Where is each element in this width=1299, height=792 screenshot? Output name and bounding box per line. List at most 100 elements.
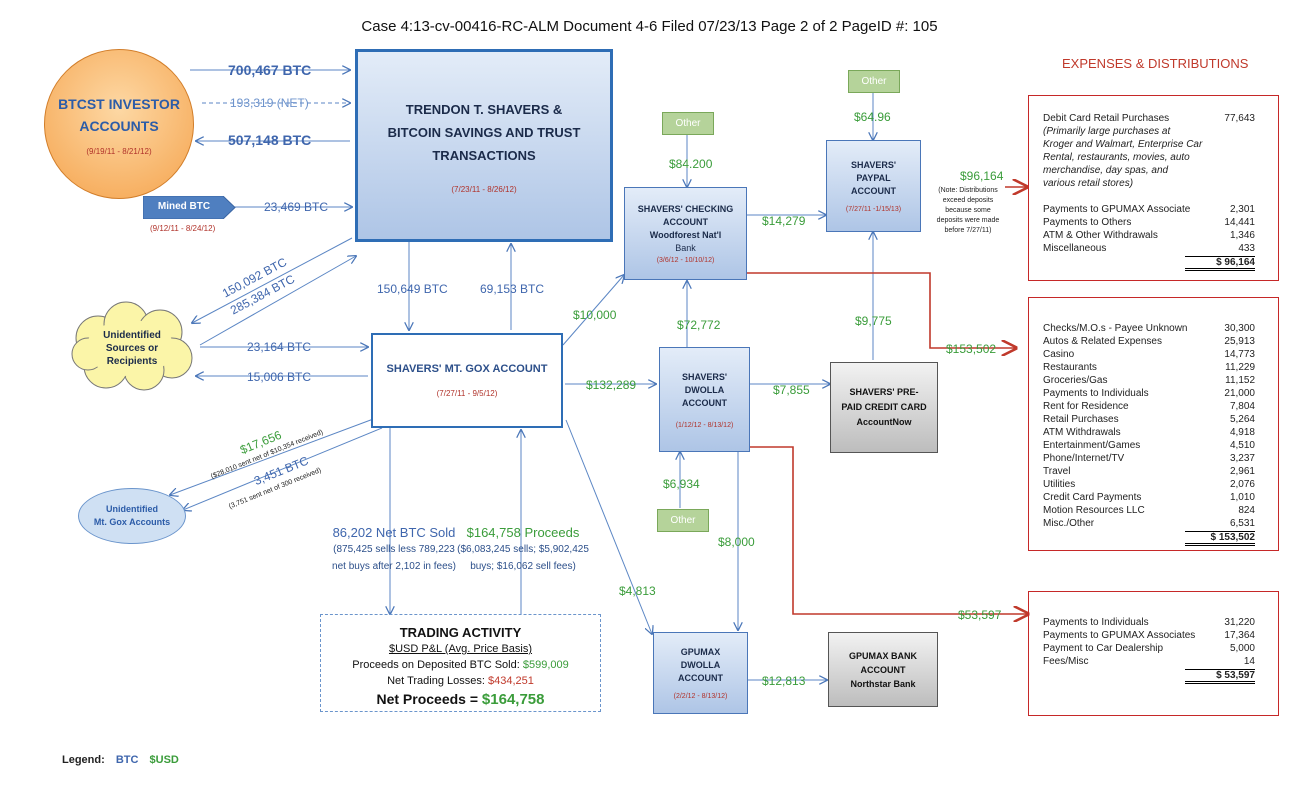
trading-losses-label: Net Trading Losses: <box>387 675 488 687</box>
mtgox-accounts-line-2: Mt. Gox Accounts <box>93 517 171 527</box>
expense-row: Credit Card Payments 1,010 <box>1043 491 1255 504</box>
arrow-sources-to-main-b <box>199 256 356 346</box>
expense-label: Motion Resources LLC <box>1043 505 1145 516</box>
main-title-2: BITCOIN SAVINGS AND TRUST <box>387 124 581 140</box>
arrow-dwolla-to-expenses <box>750 446 1028 614</box>
expense-value: 824 <box>1238 505 1255 516</box>
expense-value: 25,913 <box>1224 336 1255 347</box>
prepaid-line-1: SHAVERS' PRE- <box>849 387 919 397</box>
expense-value: 4,510 <box>1229 440 1255 451</box>
expense-label: Misc./Other <box>1043 518 1095 529</box>
trading-proceeds-value: $599,009 <box>522 659 569 671</box>
investor-title-2: ACCOUNTS <box>79 117 159 134</box>
paypal-out-note: (Note: Distributions exceed deposits bec… <box>928 186 1008 236</box>
paypal-note-3: because some <box>945 207 991 214</box>
expense-total: $ 53,597 <box>1185 669 1255 684</box>
expense-label: Payments to Individuals <box>1043 617 1149 628</box>
proceeds-note-1: ($6,083,245 sells; $5,902,425 <box>457 544 589 555</box>
flow-dwolla-prepaid: $7,855 <box>773 383 810 397</box>
page-header: Case 4:13-cv-00416-RC-ALM Document 4-6 F… <box>361 18 938 35</box>
dwolla-dates: (1/12/12 - 8/13/12) <box>675 421 734 429</box>
expense-value: 31,220 <box>1224 617 1255 628</box>
legend-usd: $USD <box>149 754 179 766</box>
checking-dates: (3/6/12 - 10/10/12) <box>656 257 715 264</box>
gpumax-line-1: GPUMAX <box>680 647 721 657</box>
expense-value: 21,000 <box>1224 388 1255 399</box>
flow-other-checking: $84.200 <box>669 157 713 171</box>
trading-losses-value: $434,251 <box>488 675 534 687</box>
expense-value: 14,441 <box>1224 217 1255 228</box>
expense-label: Credit Card Payments <box>1043 492 1142 503</box>
prepaid-line-2: PAID CREDIT CARD <box>841 402 927 412</box>
expense-label: Debit Card Retail Purchases <box>1043 113 1170 124</box>
net-btc-sold: 86,202 Net BTC Sold <box>332 525 456 540</box>
flow-other-paypal: $64.96 <box>854 110 891 124</box>
gpumax-line-2: DWOLLA <box>680 660 721 670</box>
flow-sources-out: 15,006 BTC <box>247 370 312 384</box>
arrow-gox-to-mtgox-accounts-a <box>170 417 377 495</box>
mined-dates: (9/12/11 - 8/24/12) <box>150 224 216 233</box>
expense-row: Payments to Individuals 31,220 <box>1043 616 1255 629</box>
flow-investor-out: 507,148 BTC <box>228 132 312 148</box>
flow-paypal-out: $96,164 <box>960 169 1004 183</box>
cloud-line-2: Sources or <box>105 343 159 354</box>
paypal-line-2: PAYPAL <box>856 173 891 183</box>
expense-label: Rent for Residence <box>1043 401 1129 412</box>
mined-btc-tag: Mined BTC <box>142 195 239 220</box>
expense-label: Payments to GPUMAX Associates <box>1043 630 1196 641</box>
cloud-shape <box>71 301 193 391</box>
expense-label: Payments to Others <box>1043 217 1132 228</box>
gpubank-line-1: GPUMAX BANK <box>848 650 917 661</box>
expense-label: Miscellaneous <box>1043 243 1107 254</box>
flow-gox-checking: $10,000 <box>573 308 617 322</box>
gpubank-line-3: Northstar Bank <box>850 678 916 689</box>
expense-value: 4,918 <box>1229 427 1255 438</box>
flow-checking-paypal: $14,279 <box>762 214 806 228</box>
legend: Legend: BTC $USD <box>62 754 179 766</box>
expense-label: Payment to Car Dealership <box>1043 643 1164 654</box>
prepaid-card-box: SHAVERS' PRE- PAID CREDIT CARD AccountNo… <box>830 362 938 453</box>
expense-label: Utilities <box>1043 479 1076 490</box>
flow-investor-in: 700,467 BTC <box>228 62 312 78</box>
mtgox-accounts-line-1: Unidentified <box>106 504 158 514</box>
expense-value: 30,300 <box>1224 323 1255 334</box>
expense-label: Payments to GPUMAX Associate <box>1043 204 1191 215</box>
flow-mined-amount: 23,469 BTC <box>264 200 329 214</box>
checking-line-2: ACCOUNT <box>663 217 708 227</box>
gpumax-dates: (2/2/12 - 8/13/12) <box>673 693 728 700</box>
other-checking-box: Other <box>662 112 714 135</box>
expense-value: 2,076 <box>1229 479 1255 490</box>
legend-label: Legend: <box>62 754 105 766</box>
trading-net-label: Net Proceeds = <box>376 691 482 707</box>
flow-dwolla-gpumax: $8,000 <box>718 535 755 549</box>
flow-sources-in: 23,164 BTC <box>247 340 312 354</box>
expenses-title: EXPENSES & DISTRIBUTIONS <box>1062 56 1249 71</box>
paypal-line-3: ACCOUNT <box>851 186 896 196</box>
expense-row: Motion Resources LLC 824 <box>1043 504 1255 517</box>
main-transactions-box: TRENDON T. SHAVERS & BITCOIN SAVINGS AND… <box>355 49 613 242</box>
main-title-3: TRANSACTIONS <box>432 147 536 163</box>
expense-label: ATM Withdrawals <box>1043 427 1121 438</box>
mined-label: Mined BTC <box>157 201 211 212</box>
expense-value: 17,364 <box>1224 630 1255 641</box>
expense-row: Payment to Car Dealership 5,000 <box>1043 642 1255 655</box>
flow-gox-to-main: 69,153 BTC <box>480 282 545 296</box>
unidentified-mtgox-accounts: Unidentified Mt. Gox Accounts <box>78 488 186 544</box>
paypal-dates: (7/27/11 -1/15/13) <box>845 206 902 213</box>
mtgox-account-box: SHAVERS' MT. GOX ACCOUNT (7/27/11 - 9/5/… <box>371 333 563 428</box>
checking-account-box: SHAVERS' CHECKING ACCOUNT Woodforest Nat… <box>624 187 747 280</box>
expense-value: 5,264 <box>1229 414 1255 425</box>
flow-main-to-gox: 150,649 BTC <box>377 282 448 296</box>
expense-value: 5,000 <box>1229 643 1255 654</box>
expense-value: 1,010 <box>1229 492 1255 503</box>
investor-accounts: BTCST INVESTOR ACCOUNTS (9/19/11 - 8/21/… <box>44 49 194 199</box>
sold-note-1: (875,425 sells less 789,223 <box>333 544 455 555</box>
flow-checking-out: $153,502 <box>946 342 997 356</box>
